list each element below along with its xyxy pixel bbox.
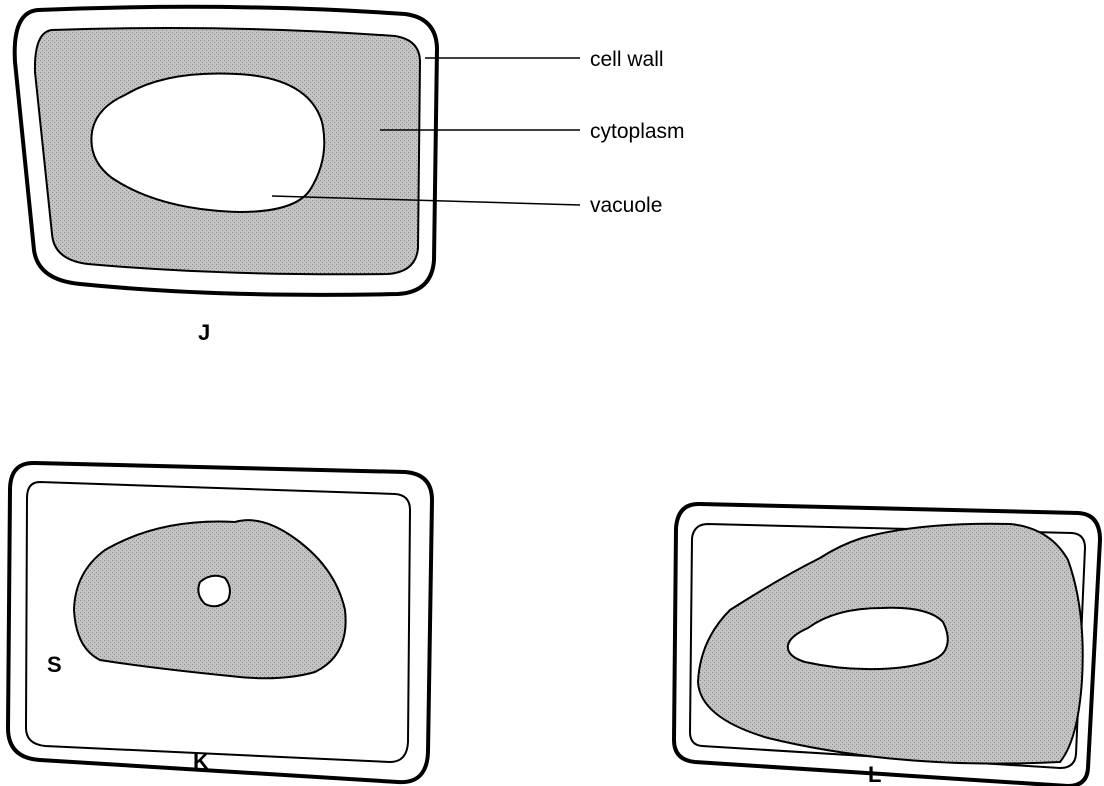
- cell-l: L: [674, 504, 1100, 786]
- cytoplasm-label: cytoplasm: [590, 120, 685, 143]
- cell-k: S K: [8, 463, 432, 782]
- cell-j: cell wall cytoplasm vacuole J: [15, 7, 685, 345]
- cell-l-caption: L: [868, 762, 881, 786]
- cell-k-vacuole: [198, 576, 230, 607]
- cell-j-caption: J: [198, 320, 210, 345]
- cell-k-marker-s: S: [47, 652, 62, 677]
- cell-k-caption: K: [193, 749, 209, 774]
- vacuole-label: vacuole: [590, 194, 662, 217]
- cell-wall-label: cell wall: [590, 48, 664, 71]
